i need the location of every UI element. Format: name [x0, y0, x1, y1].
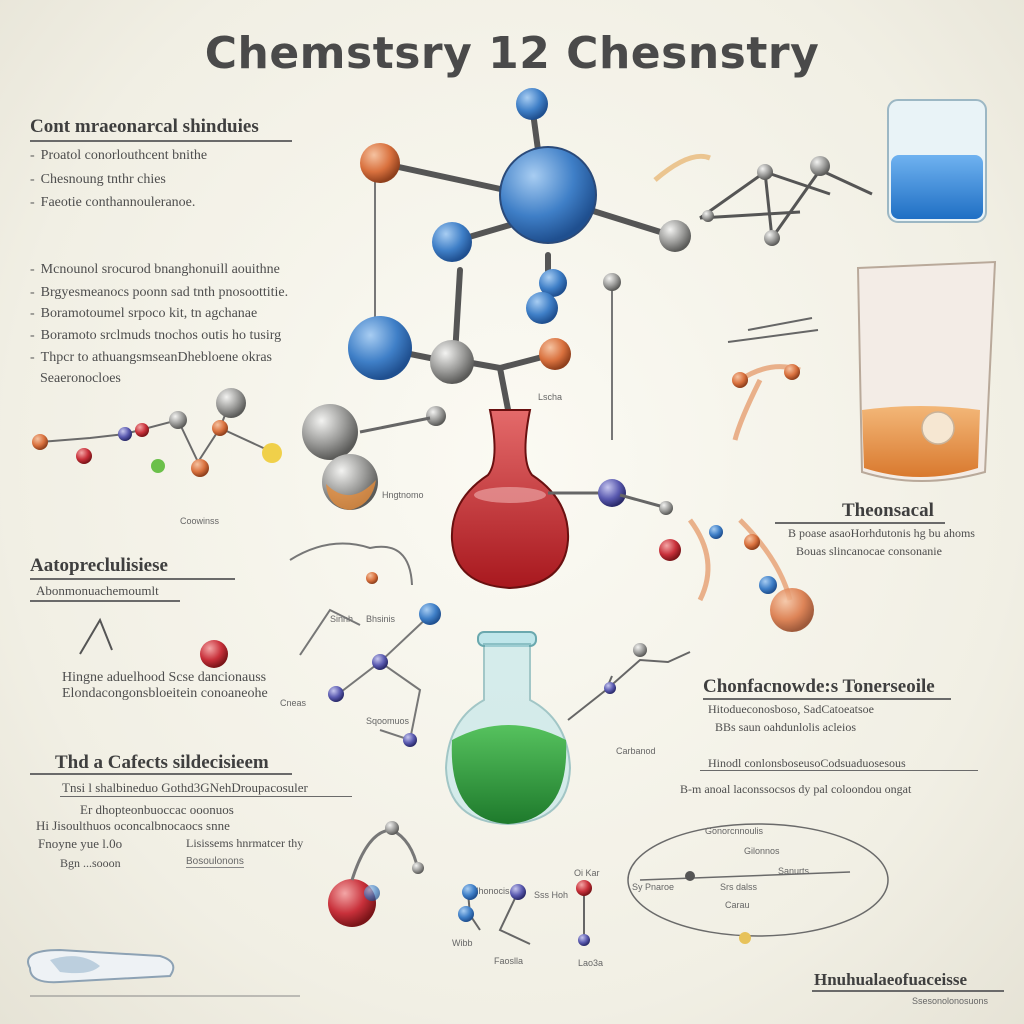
right-middle-line-1: Hitodueconosboso, SadCatoeatsoe [708, 702, 874, 716]
bottom-right-small: Ssesonolonosuons [912, 996, 989, 1006]
right-top-line-2: Bouas slincanocae consonanie [796, 544, 942, 558]
left-top-line-1: -Proatol conorlouthcent bnithe [30, 148, 208, 163]
cycle-label-5: Srs dalss [720, 882, 758, 892]
left-top-rule [30, 140, 292, 142]
left-lower-line-1: Hingne aduelhood Scse dancionauss [62, 670, 267, 685]
scatter-label-6: Sqoomuos [366, 716, 410, 726]
left-bottom-line-4: Fnoyne yue l.0o [38, 836, 123, 851]
cycle-label-2: Gilonnos [744, 846, 780, 856]
right-middle-rule-2 [700, 770, 978, 771]
left-lower-rule [30, 578, 235, 580]
scatter-label-9: Faoslla [494, 956, 524, 966]
bottom-right-label: Hnuhualaeofuaceisse [814, 970, 968, 989]
scatter-label-3: Lscha [538, 392, 563, 402]
left-top-line-3: -Faeotie conthannouleranoe. [30, 195, 196, 210]
scatter-label-1: Coowinss [180, 516, 220, 526]
cycle-label-4: Sy Pnaroe [632, 882, 675, 892]
left-bottom-rule-2 [60, 796, 352, 797]
left-lower-subheading: Abonmonuachemoumlt [36, 583, 159, 598]
right-middle-rule [703, 698, 951, 700]
left-lower-line-2: Elondacongonsbloeitein conoaneohe [62, 686, 268, 701]
cycle-label-1: Gonorcnnoulis [705, 826, 764, 836]
bottom-right-rule [812, 990, 1004, 992]
right-middle-line-3: Hinodl conlonsboseusoCodsuaduosesous [708, 756, 906, 770]
left-lower-heading: Aatopreclulisiese [30, 555, 168, 576]
scatter-label-2: Hngtnomo [382, 490, 424, 500]
left-top-heading: Cont mraeonarcal shinduies [30, 116, 259, 137]
right-top-line-1: B poase asaoHorhdutonis hg bu ahoms [788, 526, 975, 540]
scatter-label-13: Oi Kar [574, 868, 600, 878]
left-middle-tail: Seaeronocloes [40, 371, 121, 386]
right-top-heading: Theonsacal [842, 500, 934, 521]
right-middle-line-4: B-m anoal laconssocsos dy pal coloondou … [680, 782, 912, 796]
scatter-label-12: Sss Hoh [534, 890, 569, 900]
scatter-label-5: Bhsinis [366, 614, 396, 624]
left-middle-line-3: -Boramotoumel srpoco kit, tn agchanae [30, 306, 258, 321]
left-middle-line-2: -Brgyesmeanocs poonn sad tnth pnosoottit… [30, 285, 289, 300]
left-middle-line-1: -Mcnounol srocurod bnanghonuill aouithne [30, 262, 280, 277]
scatter-label-11: KNhonocis [466, 886, 510, 896]
left-bottom-line-5: Bgn ...sooon [60, 856, 121, 870]
scatter-label-15: Carbanod [616, 746, 656, 756]
left-bottom-line-2: Er dhopteonbuoccac ooonuos [80, 802, 234, 817]
right-middle-heading: Chonfacnowde:s Tonerseoile [703, 676, 935, 697]
right-middle-line-2: BBs saun oahdunlolis acleios [715, 720, 856, 734]
cycle-label-3: Sanurts [778, 866, 810, 876]
left-bottom-line-3: Hi Jisoulthuos oconcalbnocaocs snne [36, 818, 230, 833]
left-bottom-rule [30, 773, 292, 775]
left-bottom-side-label: Lisissems hnrmatcer thy [186, 836, 304, 850]
scatter-label-4: Sinnh [330, 614, 354, 624]
left-middle-line-5: -Thpcr to athuangsmseanDhebloene okras [30, 350, 272, 365]
left-middle-line-4: -Boramoto srclmuds tnochos outis ho tusi… [30, 328, 282, 343]
page-title: Chemstsry 12 Chesnstry [204, 28, 820, 79]
cycle-label-6: Carau [725, 900, 750, 910]
right-top-rule [775, 522, 945, 524]
left-lower-rule-2 [30, 600, 180, 602]
left-top-line-2: -Chesnoung tnthr chies [30, 172, 166, 187]
scatter-label-10: Lao3a [578, 958, 604, 968]
left-bottom-badge: Bosoulonons [186, 856, 244, 868]
scatter-label-7: Cneas [280, 698, 307, 708]
left-bottom-line-1: Tnsi l shalbineduo Gothd3GNehDroupacosul… [62, 780, 308, 795]
scatter-label-8: Wibb [452, 938, 473, 948]
left-bottom-heading: Thd a Cafects sildecisieem [55, 752, 269, 773]
